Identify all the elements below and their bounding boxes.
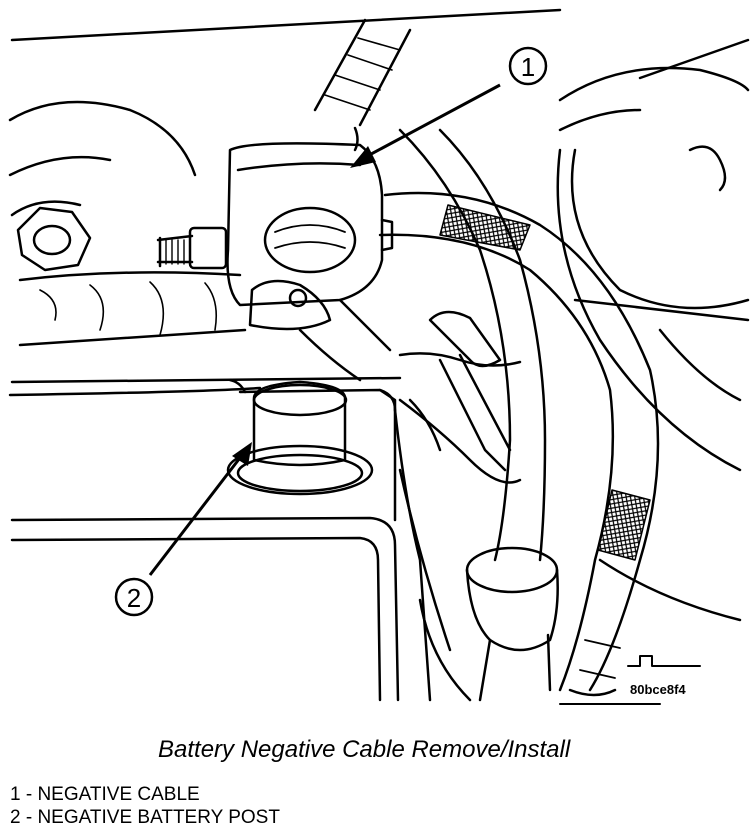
battery-cable-illustration: 1 2 80bce8f4 (8, 8, 750, 705)
callout-2-label: 2 (127, 583, 141, 613)
figure-caption: Battery Negative Cable Remove/Install (158, 736, 571, 763)
legend-item-negative-cable: 1 - NEGATIVE CABLE (10, 784, 200, 805)
callout-1: 1 (350, 46, 548, 168)
callout-2: 2 (114, 442, 252, 617)
legend: 1 - NEGATIVE CABLE 2 - NEGATIVE BATTERY … (10, 783, 280, 829)
legend-item-negative-battery-post: 2 - NEGATIVE BATTERY POST (10, 807, 280, 828)
callout-1-label: 1 (521, 52, 535, 82)
figure-reference-code: 80bce8f4 (630, 682, 686, 697)
